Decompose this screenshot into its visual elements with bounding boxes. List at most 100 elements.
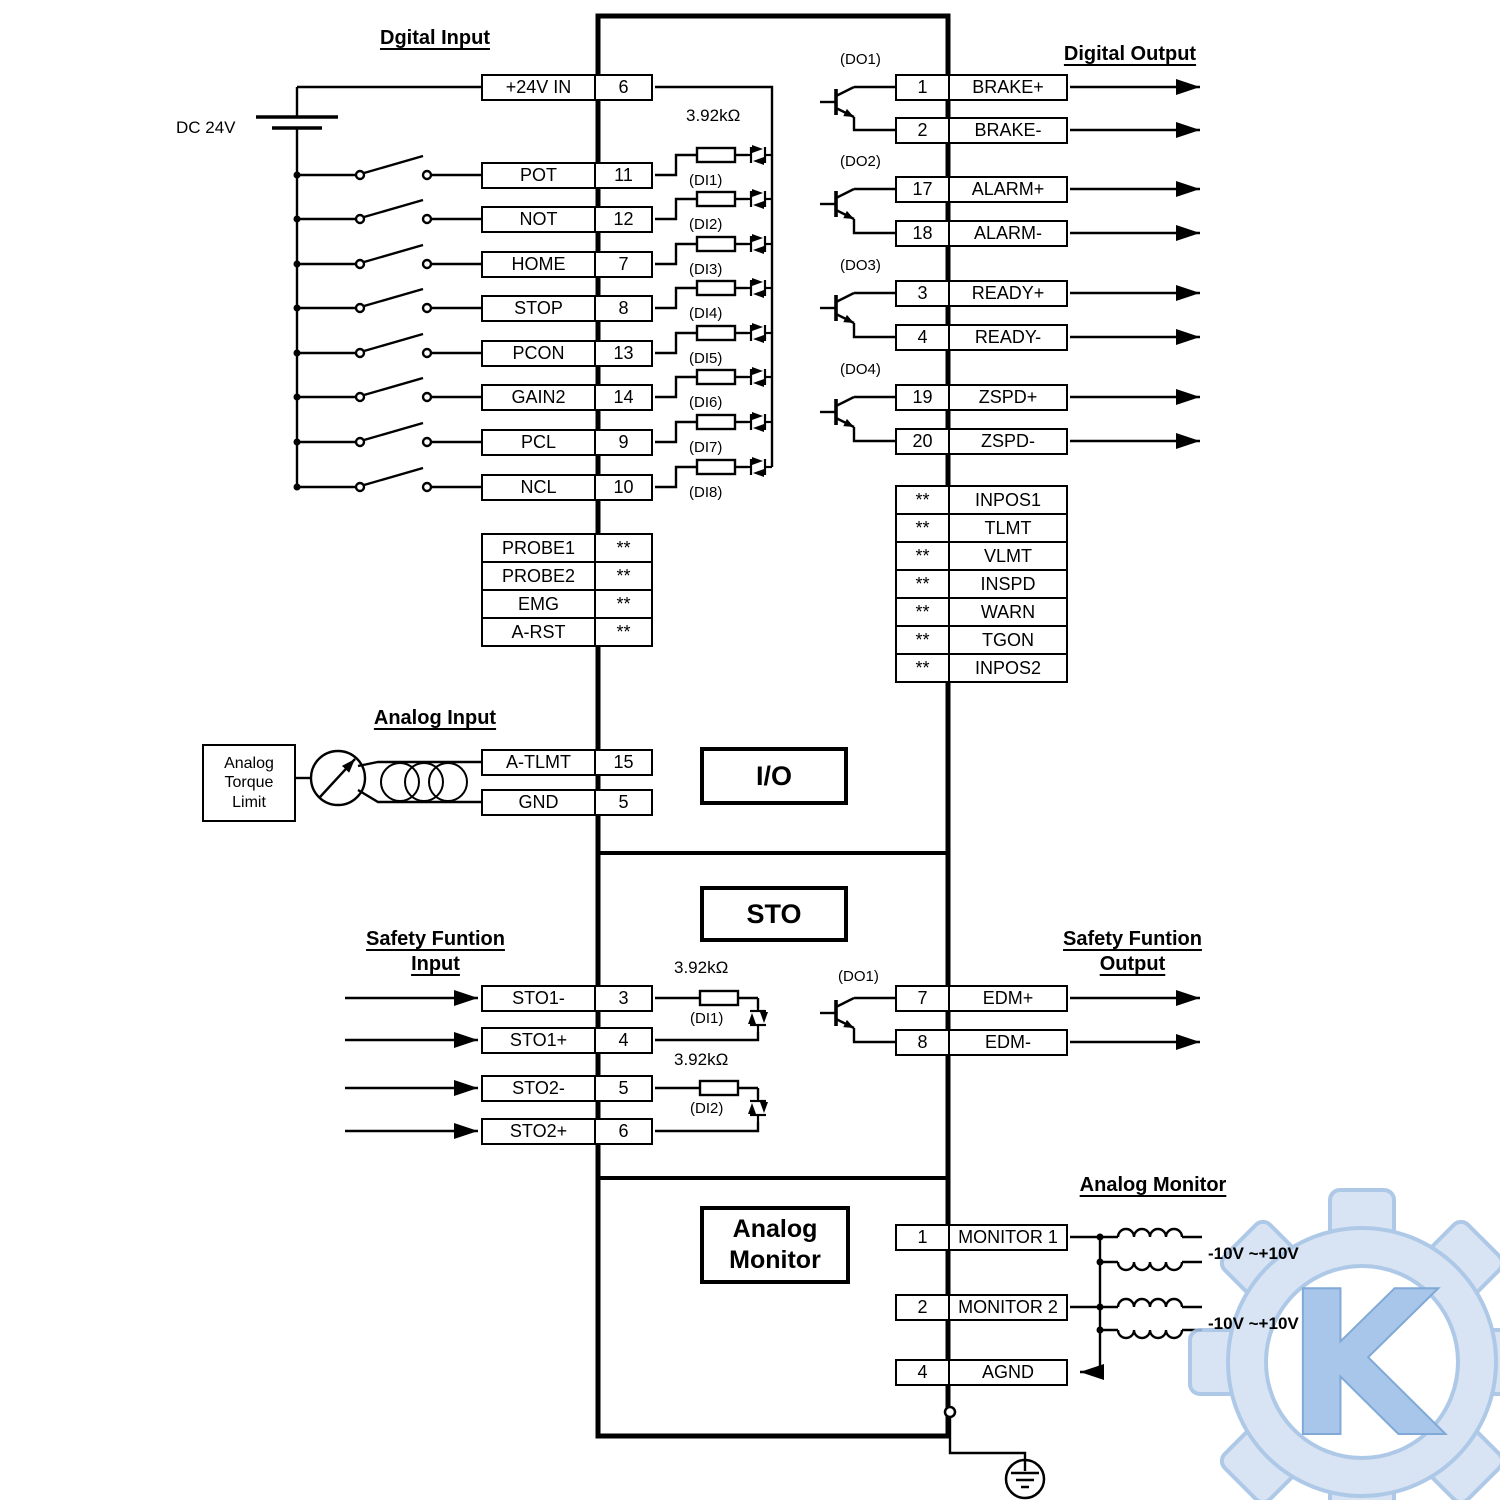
do-pin: 19 bbox=[895, 384, 950, 411]
monitor1-range-label: -10V ~+10V bbox=[1208, 1244, 1299, 1263]
di-label: PCON bbox=[481, 340, 596, 367]
analog-monitor-block-line2: Monitor bbox=[729, 1246, 821, 1274]
sto2-resistor-value: 3.92kΩ bbox=[674, 1050, 729, 1069]
am-label: MONITOR 1 bbox=[948, 1224, 1068, 1251]
di-label: PROBE1 bbox=[481, 533, 596, 563]
do2-transistor bbox=[818, 187, 856, 221]
switch-symbol bbox=[292, 154, 483, 181]
ground-node bbox=[943, 1405, 957, 1419]
status-pin: ** bbox=[895, 541, 950, 571]
do-label-cell: READY+ bbox=[948, 280, 1068, 307]
do-pin: 4 bbox=[895, 324, 950, 351]
do4-transistor bbox=[818, 395, 856, 429]
sto2-diodes bbox=[746, 1096, 770, 1124]
sto1-circuit bbox=[655, 996, 760, 1042]
am-label: AGND bbox=[948, 1359, 1068, 1386]
do-pin: 18 bbox=[895, 220, 950, 247]
ai-pin: 15 bbox=[594, 749, 653, 776]
status-row-vlmt: **VLMT bbox=[895, 541, 1068, 571]
status-label: INSPD bbox=[948, 569, 1068, 599]
di-label: A-RST bbox=[481, 617, 596, 647]
di-label: PCL bbox=[481, 429, 596, 456]
edm-pin: 7 bbox=[895, 985, 950, 1012]
do-pin: 17 bbox=[895, 176, 950, 203]
di-pin: 9 bbox=[594, 429, 653, 456]
di-pin: 7 bbox=[594, 251, 653, 278]
monitor2-coil bbox=[1116, 1329, 1184, 1340]
switch-symbol bbox=[292, 198, 483, 225]
twisted-pair-loop bbox=[380, 762, 420, 802]
sto1-diodes bbox=[746, 1006, 770, 1034]
sto-block: STO bbox=[700, 886, 848, 942]
am-pin: 2 bbox=[895, 1294, 950, 1321]
di4-label: (DI4) bbox=[689, 305, 723, 322]
status-row-tgon: **TGON bbox=[895, 625, 1068, 655]
safety-output-title-line1: Safety Funtion bbox=[1063, 928, 1202, 950]
di-label: STOP bbox=[481, 295, 596, 322]
di-pin: ** bbox=[594, 589, 653, 619]
di-label: PROBE2 bbox=[481, 561, 596, 591]
sto-block-label: STO bbox=[746, 898, 802, 929]
sto1-resistor-value: 3.92kΩ bbox=[674, 958, 729, 977]
status-row-warn: **WARN bbox=[895, 597, 1068, 627]
di-pin: 8 bbox=[594, 295, 653, 322]
status-pin: ** bbox=[895, 485, 950, 515]
switch-symbol bbox=[292, 421, 483, 448]
do1-label: (DO1) bbox=[840, 51, 881, 68]
sto-row-sto1p: STO1+4 bbox=[481, 1027, 653, 1054]
do-label-cell: ZSPD- bbox=[948, 428, 1068, 455]
analog-input-title: Analog Input bbox=[373, 707, 497, 729]
di8-optocoupler bbox=[655, 457, 772, 487]
status-label: TLMT bbox=[948, 513, 1068, 543]
edm-transistor bbox=[818, 996, 856, 1030]
monitor2-range-label: -10V ~+10V bbox=[1208, 1314, 1299, 1333]
status-row-inpos1: **INPOS1 bbox=[895, 485, 1068, 515]
di-row-probe1: PROBE1** bbox=[481, 533, 653, 563]
do-pin: 1 bbox=[895, 74, 950, 101]
monitor1-coil bbox=[1116, 1227, 1184, 1238]
twisted-pair-loop bbox=[428, 762, 468, 802]
sto-pin: 5 bbox=[594, 1075, 653, 1102]
do-pin: 20 bbox=[895, 428, 950, 455]
switch-symbol bbox=[292, 332, 483, 359]
status-label: INPOS1 bbox=[948, 485, 1068, 515]
analog-pair-wires bbox=[357, 760, 481, 804]
ai-label: A-TLMT bbox=[481, 749, 596, 776]
status-pin: ** bbox=[895, 625, 950, 655]
di5-label: (DI5) bbox=[689, 350, 723, 367]
di-label: EMG bbox=[481, 589, 596, 619]
di-resistor-value: 3.92kΩ bbox=[686, 106, 741, 125]
sto-label: STO1+ bbox=[481, 1027, 596, 1054]
di-pin: 6 bbox=[594, 74, 653, 101]
switch-symbol bbox=[292, 466, 483, 493]
wire-network bbox=[256, 13, 1202, 1500]
do2-label: (DO2) bbox=[840, 153, 881, 170]
watermark-gear: K bbox=[1188, 1188, 1500, 1500]
do-label-cell: ALARM- bbox=[948, 220, 1068, 247]
di-label: NOT bbox=[481, 206, 596, 233]
do-label-cell: ALARM+ bbox=[948, 176, 1068, 203]
monitor1-coil bbox=[1116, 1261, 1184, 1272]
di-label: GAIN2 bbox=[481, 384, 596, 411]
atl-line2: Torque bbox=[224, 774, 274, 792]
do-label-cell: BRAKE- bbox=[948, 117, 1068, 144]
status-pin: ** bbox=[895, 513, 950, 543]
di6-label: (DI6) bbox=[689, 394, 723, 411]
sto-di2-label: (DI2) bbox=[690, 1100, 724, 1117]
